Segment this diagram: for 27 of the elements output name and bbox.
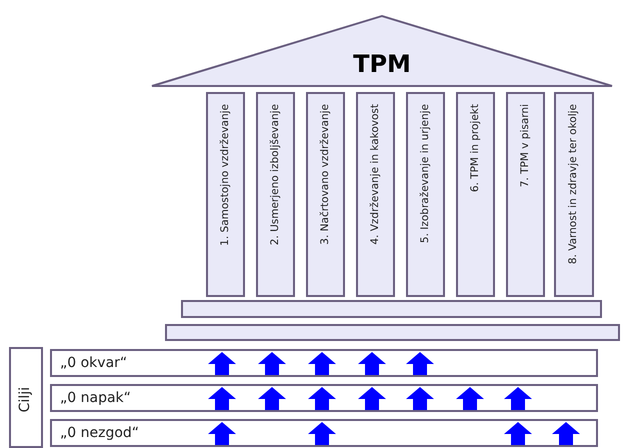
base-step xyxy=(165,324,620,341)
pillar-label: 6. TPM in projekt xyxy=(468,104,480,192)
pillar-box xyxy=(256,92,295,297)
pillar-label: 8. Varnost in zdravje ter okolje xyxy=(567,104,579,264)
pillar-box xyxy=(456,92,495,297)
goals-box xyxy=(9,347,43,448)
goal-label: „0 okvar“ xyxy=(60,355,128,371)
pillar-box xyxy=(206,92,245,297)
base-step xyxy=(181,300,602,318)
pillar-label: 2. Usmerjeno izboljševanje xyxy=(268,104,280,246)
roof-title: TPM xyxy=(353,50,411,78)
pillar-box xyxy=(506,92,545,297)
pillar-box xyxy=(356,92,395,297)
goal-label: „0 nezgod“ xyxy=(60,425,140,441)
pillar-label: 5. Izobraževanje in urjenje xyxy=(418,104,430,244)
pillar-label: 3. Načrtovano vzdrževanje xyxy=(318,104,330,245)
goals-label: Cilji xyxy=(17,387,33,412)
goal-row xyxy=(50,419,598,447)
pillar-label: 1. Samostojno vzdrževanje xyxy=(218,104,230,246)
pillar-label: 7. TPM v pisarni xyxy=(518,104,530,188)
pillar-label: 4. Vzdrževanje in kakovost xyxy=(368,104,380,245)
goal-row xyxy=(50,349,598,377)
temple-roof xyxy=(150,14,614,88)
pillar-box xyxy=(306,92,345,297)
goal-label: „0 napak“ xyxy=(60,390,131,406)
pillar-box xyxy=(406,92,445,297)
pillar-box xyxy=(554,92,594,297)
